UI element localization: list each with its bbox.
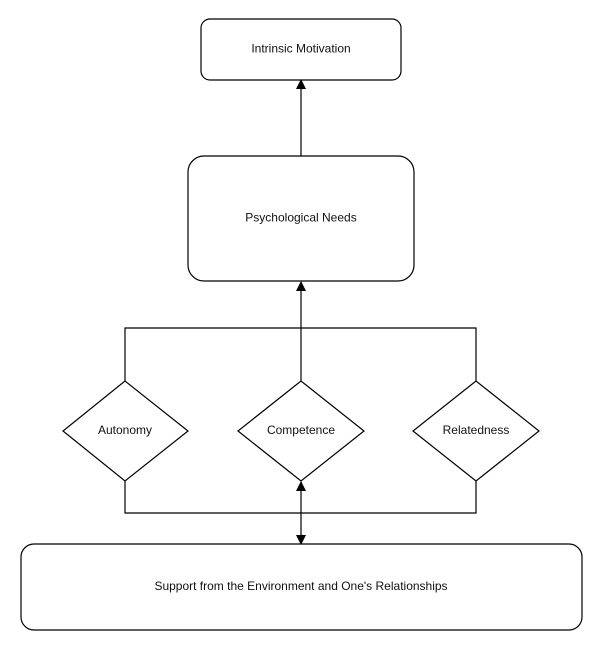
psychological-needs-node: Psychological Needs: [187, 155, 415, 282]
autonomy-label: Autonomy: [98, 423, 152, 437]
autonomy-node: Autonomy: [62, 380, 189, 482]
intrinsic-motivation-node: Intrinsic Motivation: [200, 18, 402, 81]
competence-node: Competence: [237, 380, 365, 482]
competence-diamond: [237, 380, 365, 482]
support-box: [20, 543, 583, 631]
psychological-needs-label: Psychological Needs: [245, 211, 356, 225]
support-label: Support from the Environment and One's R…: [154, 579, 447, 593]
intrinsic-motivation-box: [200, 18, 402, 81]
psychological-needs-box: [187, 155, 415, 282]
support-node: Support from the Environment and One's R…: [20, 543, 583, 631]
connectors: [124, 79, 477, 545]
relatedness-node: Relatedness: [412, 380, 540, 482]
competence-label: Competence: [267, 423, 335, 437]
relatedness-diamond: [412, 380, 540, 482]
relatedness-label: Relatedness: [443, 423, 510, 437]
autonomy-diamond: [62, 380, 189, 482]
intrinsic-motivation-label: Intrinsic Motivation: [251, 42, 350, 56]
